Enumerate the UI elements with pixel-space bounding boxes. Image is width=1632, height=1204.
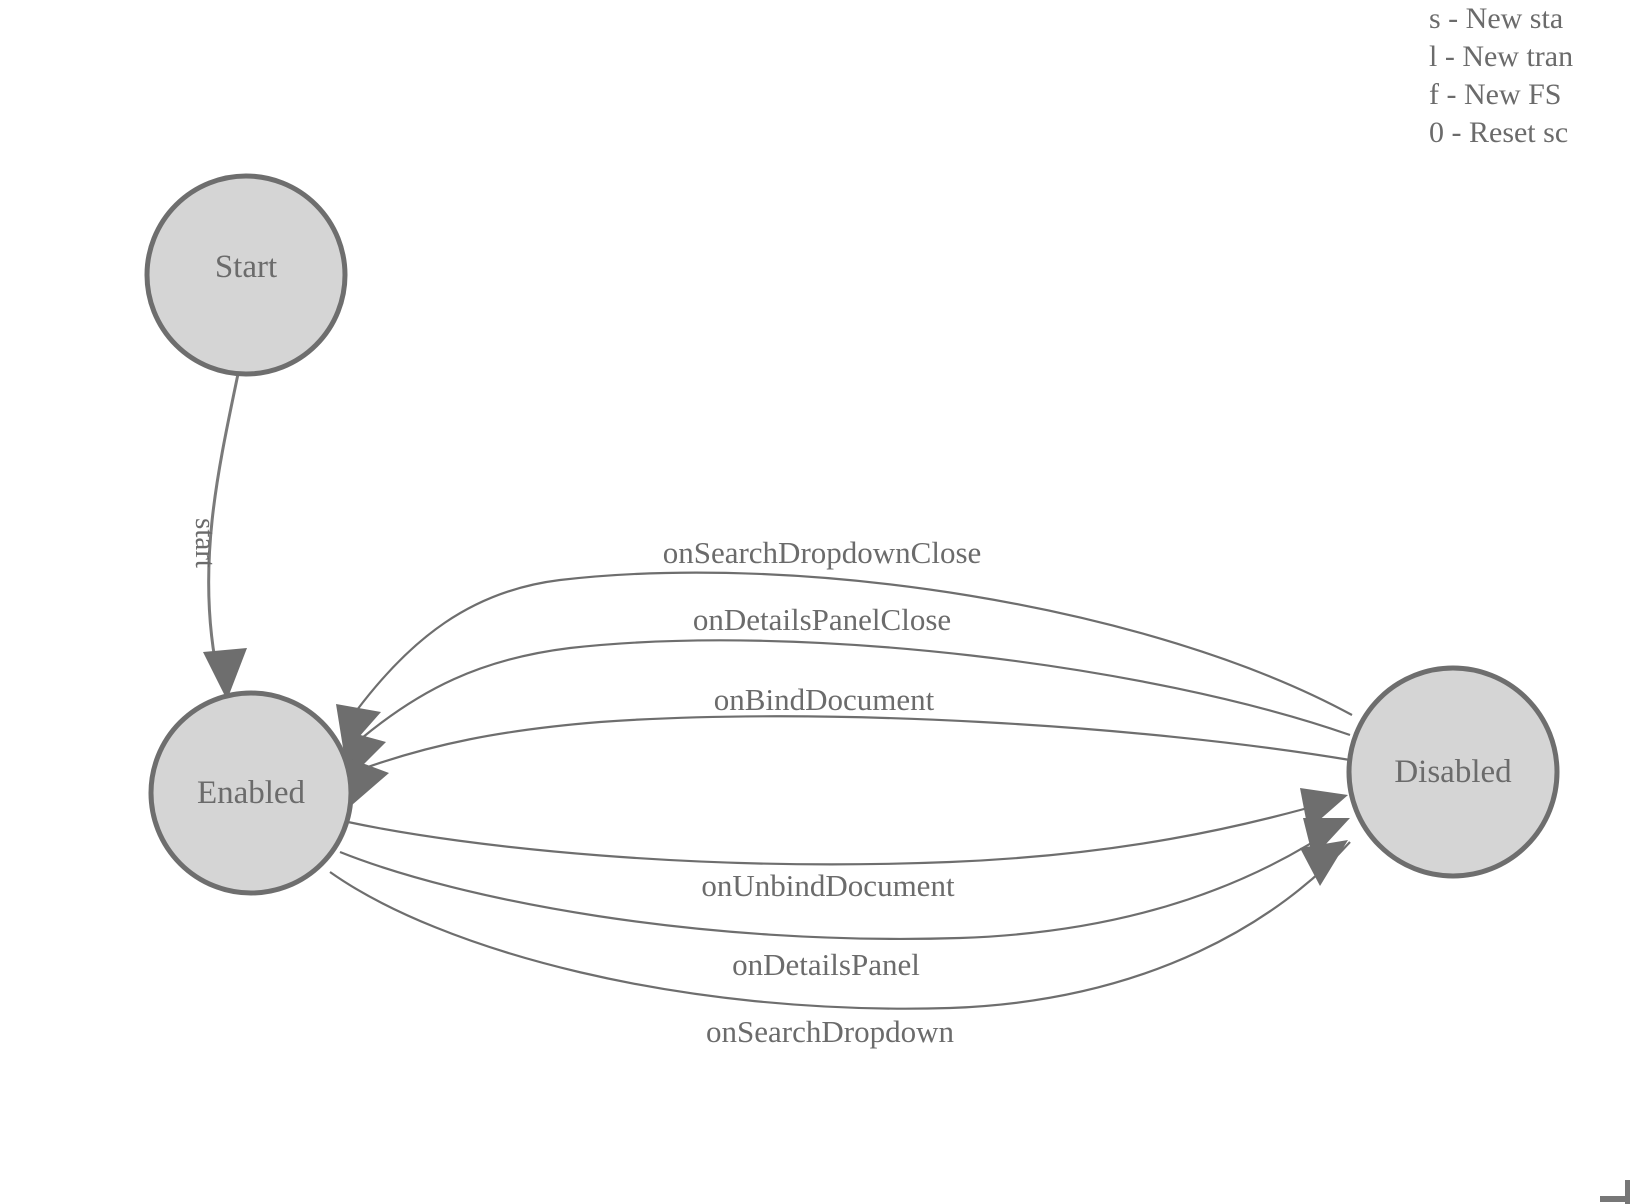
scrollbar-corner[interactable] — [1600, 1178, 1632, 1204]
node-enabled[interactable]: Enabled — [148, 690, 354, 896]
transition-label-onunbinddocument: onUnbindDocument — [701, 868, 955, 903]
help-line-new-transition: l - New tran — [1429, 40, 1574, 73]
transition-onbinddocument[interactable] — [346, 715, 1351, 805]
help-legend: s - New sta l - New tran f - New FS 0 - … — [1429, 0, 1632, 152]
node-enabled-circle[interactable] — [148, 690, 354, 896]
transition-onbinddocument-arrowhead — [346, 757, 389, 805]
transition-start[interactable] — [203, 373, 247, 700]
node-start-circle[interactable] — [144, 173, 348, 377]
transition-ondetailspanel-line — [339, 821, 1345, 941]
transition-start-arrowhead — [203, 648, 247, 700]
node-enabled-label: Enabled — [197, 775, 306, 811]
transition-label-onbinddocument: onBindDocument — [714, 682, 935, 717]
transition-onunbinddocument[interactable] — [347, 788, 1348, 866]
transition-onsearchdropdownclose[interactable] — [336, 571, 1353, 754]
transition-onsearchdropdown-arrowhead — [1300, 840, 1348, 886]
transition-onunbinddocument-line — [347, 798, 1337, 866]
transition-label-ondetailspanel: onDetailsPanel — [732, 947, 920, 982]
transition-label-ondetailspanelclose: onDetailsPanelClose — [693, 602, 951, 637]
help-line-new-fsm: f - New FS — [1429, 78, 1562, 111]
transition-start-line — [207, 373, 240, 661]
node-disabled-circle[interactable] — [1346, 665, 1560, 879]
transition-onsearchdropdownclose-line — [356, 571, 1353, 716]
vertical-scrollbar-thumb[interactable] — [1625, 1180, 1630, 1204]
node-disabled[interactable]: Disabled — [1346, 665, 1560, 879]
transition-onbinddocument-line — [364, 715, 1351, 770]
transition-ondetailspanelclose-line — [361, 639, 1351, 739]
transition-label-onsearchdropdown: onSearchDropdown — [706, 1014, 954, 1049]
transition-label-onsearchdropdownclose: onSearchDropdownClose — [663, 535, 982, 570]
transition-onsearchdropdown[interactable] — [329, 840, 1351, 1010]
transition-label-start: start — [189, 518, 221, 568]
help-line-new-state: s - New sta — [1429, 2, 1564, 35]
transition-onsearchdropdown-line — [329, 841, 1351, 1010]
help-line-reset: 0 - Reset sc — [1429, 116, 1569, 149]
horizontal-scrollbar-thumb[interactable] — [1600, 1196, 1630, 1202]
node-start[interactable]: Start — [144, 173, 348, 377]
node-disabled-label: Disabled — [1394, 754, 1512, 790]
node-start-label: Start — [215, 249, 277, 285]
